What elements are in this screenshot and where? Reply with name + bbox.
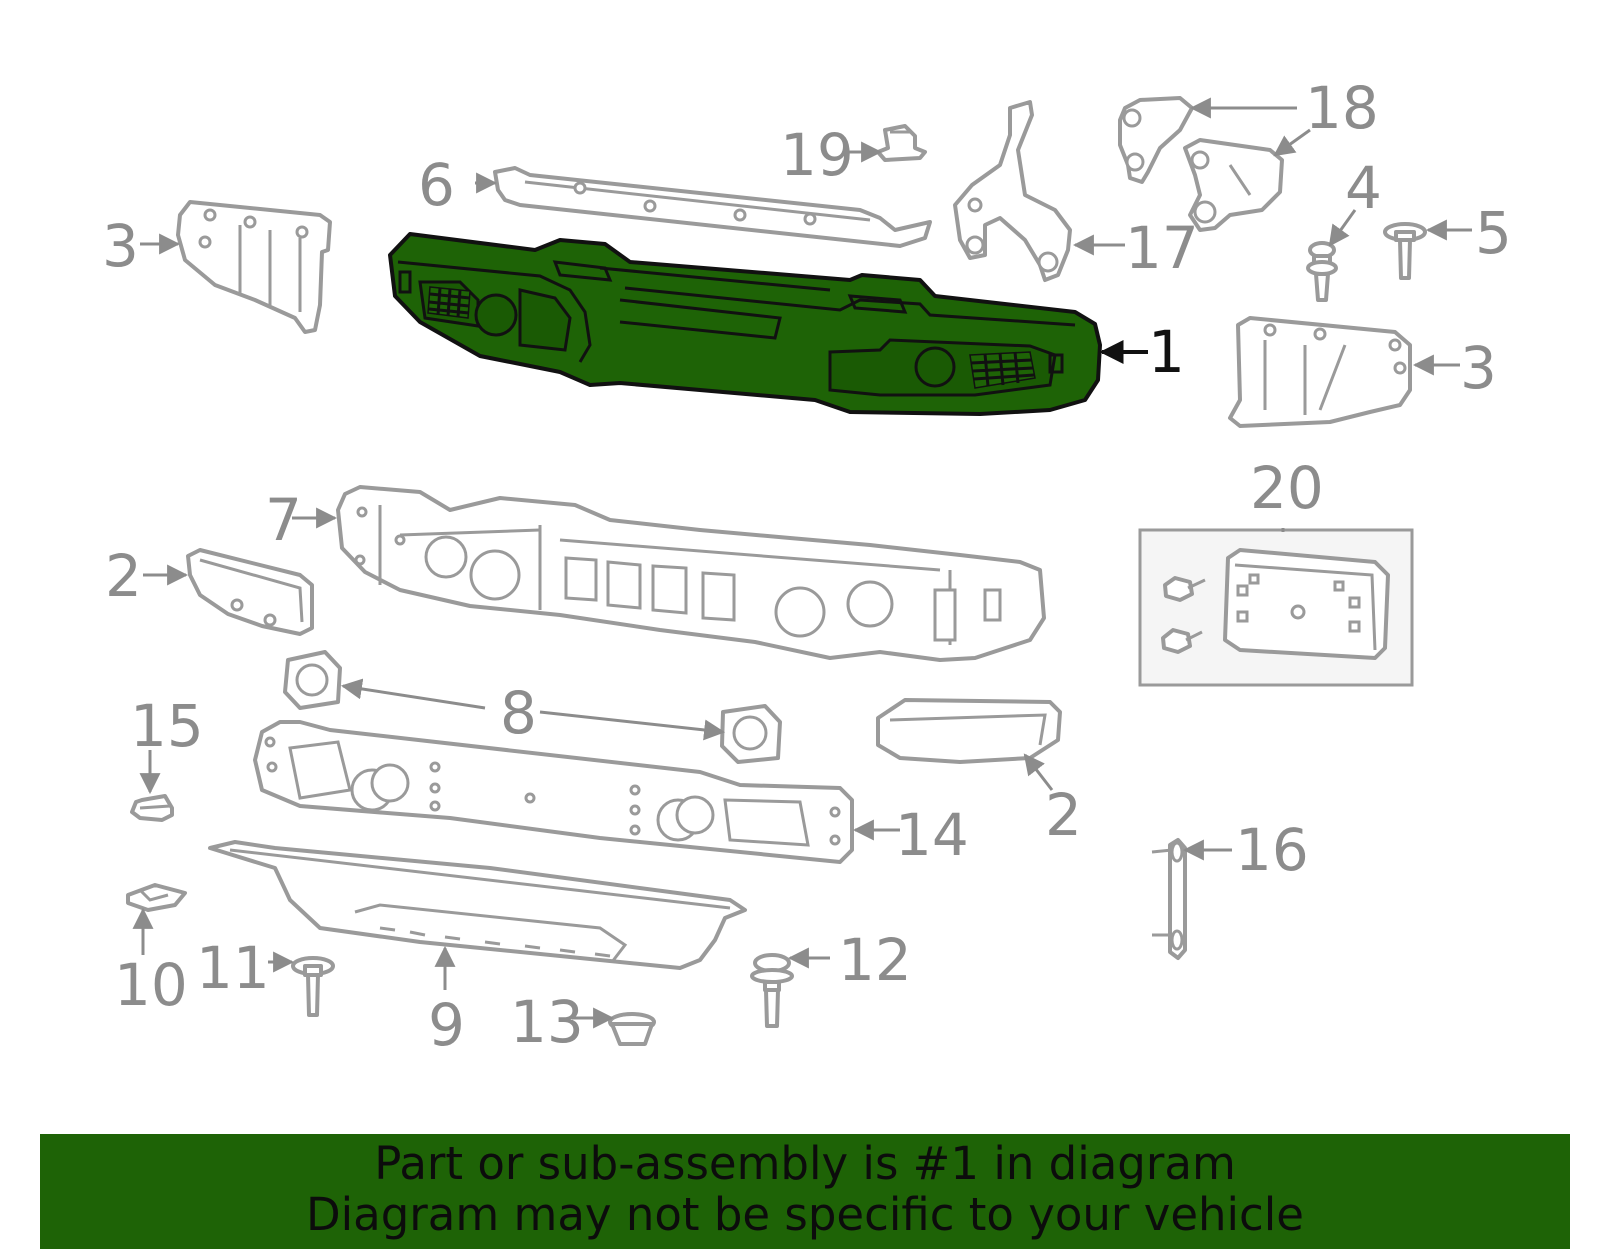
part-7-reinforcement-beam (336, 485, 1046, 662)
part-9-skid-plate (208, 840, 747, 970)
callout-3-left[interactable]: 3 (102, 212, 139, 280)
grille-mesh-left (427, 286, 471, 319)
banner-line-1: Part or sub-assembly is #1 in diagram (374, 1137, 1236, 1190)
part-15-nut (130, 794, 174, 822)
callout-10[interactable]: 10 (114, 951, 188, 1019)
callout-11[interactable]: 11 (196, 934, 270, 1002)
part-3-left-bracket (176, 200, 332, 334)
callout-12[interactable]: 12 (838, 926, 912, 994)
part-17-bracket-arm (953, 100, 1072, 282)
part-11-bolt (291, 956, 335, 1017)
callout-1[interactable]: 1 (1148, 318, 1185, 386)
callout-18[interactable]: 18 (1305, 74, 1379, 142)
part-10-clip-nut (126, 883, 187, 912)
callout-15[interactable]: 15 (130, 692, 204, 760)
banner-line-2: Diagram may not be specific to your vehi… (306, 1188, 1304, 1241)
part-6-upper-bracket (493, 166, 932, 248)
callout-13[interactable]: 13 (510, 988, 584, 1056)
callout-7[interactable]: 7 (265, 486, 302, 554)
callout-17[interactable]: 17 (1125, 214, 1199, 282)
part-2-left-bezel (186, 548, 314, 636)
part-4-push-pin (1306, 241, 1338, 302)
part-16-strap (1151, 838, 1187, 960)
callout-8[interactable]: 8 (500, 679, 537, 747)
info-banner: Part or sub-assembly is #1 in diagram Di… (40, 1134, 1570, 1249)
leader-lines (132, 97, 1472, 1029)
callout-6[interactable]: 6 (418, 151, 455, 219)
callout-3-right[interactable]: 3 (1460, 334, 1497, 402)
part-1-bumper-highlighted[interactable] (388, 232, 1102, 416)
part-8-grommets (283, 650, 782, 764)
callout-5[interactable]: 5 (1475, 199, 1512, 267)
grille-mesh-right (969, 351, 1036, 389)
part-5-bolt (1383, 222, 1427, 280)
callout-labels: 1 2 2 3 3 4 5 6 7 8 9 10 11 12 13 14 15 … (102, 74, 1512, 1059)
callout-19[interactable]: 19 (780, 121, 854, 189)
callout-14[interactable]: 14 (895, 801, 969, 869)
callout-16[interactable]: 16 (1235, 816, 1309, 884)
callout-4[interactable]: 4 (1345, 154, 1382, 222)
part-19-nut (876, 124, 927, 162)
callout-20[interactable]: 20 (1250, 454, 1324, 522)
part-18-brackets (1118, 96, 1284, 232)
callout-2-right[interactable]: 2 (1045, 781, 1082, 849)
part-20-kit-box (1138, 528, 1414, 687)
part-2-right-bezel (876, 698, 1062, 764)
callout-2-left[interactable]: 2 (105, 542, 142, 610)
part-12-bolt (750, 953, 794, 1028)
callout-9[interactable]: 9 (428, 991, 465, 1059)
part-14-lower-beam (253, 720, 854, 864)
part-13-plug (608, 1012, 656, 1046)
part-3-right-bracket (1228, 316, 1412, 428)
